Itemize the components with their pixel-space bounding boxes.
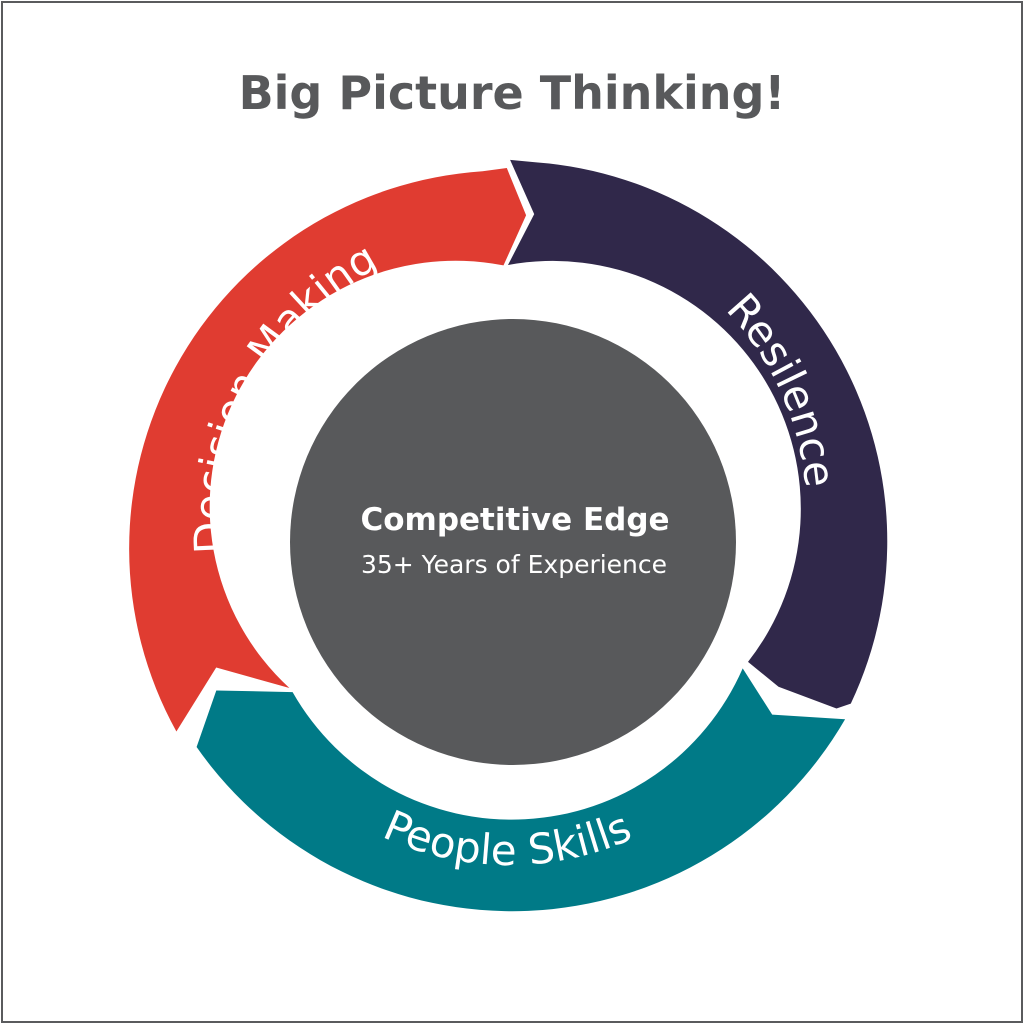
segment-people-skills (196, 668, 846, 912)
center-subtitle: 35+ Years of Experience (361, 550, 667, 579)
center-title: Competitive Edge (360, 502, 669, 538)
segment-resilence (508, 159, 888, 709)
center-circle (290, 319, 736, 765)
segment-decision-making (129, 168, 527, 732)
page-title: Big Picture Thinking! (238, 66, 786, 120)
